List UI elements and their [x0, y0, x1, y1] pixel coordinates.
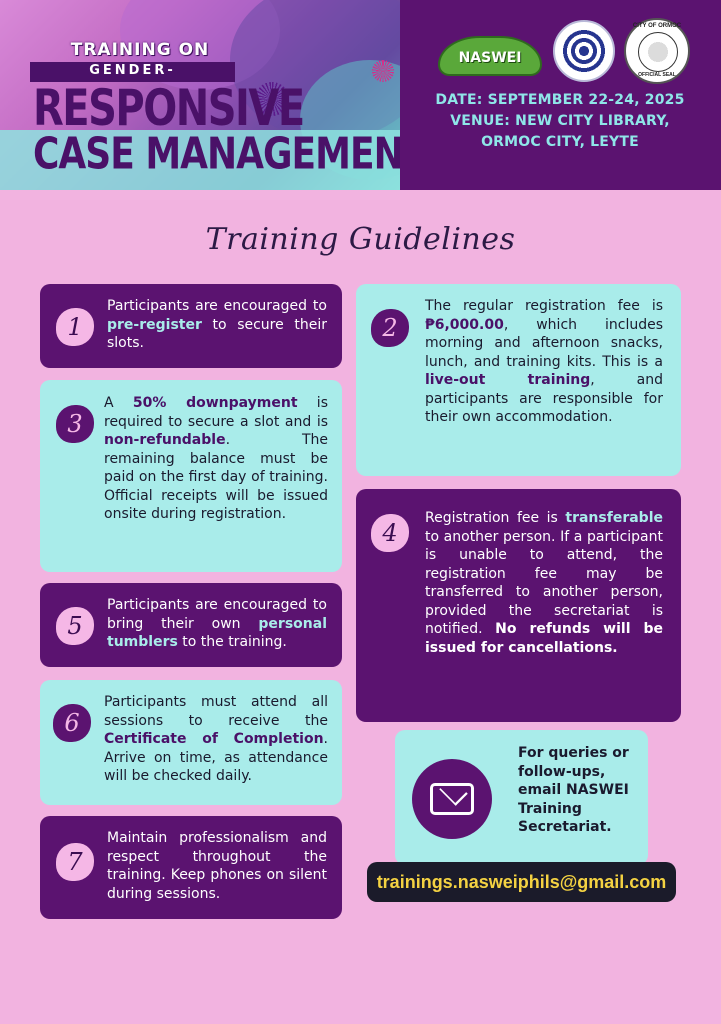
- guideline-card-6: 6 Participants must attend all sessions …: [40, 680, 342, 805]
- section-title: Training Guidelines: [205, 222, 516, 257]
- title-responsive: RESPONSIVE: [33, 80, 305, 138]
- guideline-card-7: 7 Maintain professionalism and respect t…: [40, 816, 342, 919]
- guideline-text-3: A 50% downpayment is required to secure …: [104, 395, 328, 522]
- guideline-number-1: 1: [56, 308, 94, 346]
- title-case-management: CASE MANAGEMENT: [33, 130, 427, 180]
- guideline-text-1: Participants are encouraged to pre-regis…: [107, 298, 327, 351]
- guideline-text-7: Maintain professionalism and respect thr…: [107, 830, 327, 902]
- event-venue-line2: ORMOC CITY, LEYTE: [481, 134, 639, 150]
- guideline-number-7: 7: [56, 843, 94, 881]
- guideline-text-2: The regular registration fee is ₱6,000.0…: [425, 298, 663, 425]
- guideline-number-4: 4: [371, 514, 409, 552]
- contact-email-link[interactable]: trainings.nasweiphils@gmail.com: [367, 862, 676, 902]
- guideline-text-6: Participants must attend all sessions to…: [104, 694, 328, 784]
- ormoc-city-seal-logo: CITY OF ORMOC OFFICIAL SEAL: [624, 18, 690, 84]
- guideline-text-4: Registration fee is transferable to anot…: [425, 510, 663, 656]
- guideline-number-5: 5: [56, 607, 94, 645]
- guideline-card-1: 1 Participants are encouraged to pre-reg…: [40, 284, 342, 368]
- guideline-number-6: 6: [53, 704, 91, 742]
- event-venue-line1: VENUE: NEW CITY LIBRARY,: [450, 113, 670, 129]
- guideline-number-2: 2: [371, 309, 409, 347]
- sunburst-decoration-icon: [255, 82, 289, 116]
- envelope-icon: [412, 759, 492, 839]
- naswei-logo: NASWEI: [438, 36, 542, 76]
- title-gender: GENDER-: [89, 63, 176, 78]
- title-training-on: TRAINING ON: [70, 40, 210, 60]
- header-artwork: [0, 0, 400, 190]
- guideline-card-4: 4 Registration fee is transferable to an…: [356, 489, 681, 722]
- contact-card: For queries or follow-ups, email NASWEI …: [395, 730, 648, 865]
- guideline-card-3: 3 A 50% downpayment is required to secur…: [40, 380, 342, 572]
- concentric-ring-logo-icon: [553, 20, 615, 82]
- guideline-text-5: Participants are encouraged to bring the…: [107, 597, 327, 650]
- sunburst-small-decoration-icon: [372, 60, 394, 82]
- contact-text: For queries or follow-ups, email NASWEI …: [518, 745, 629, 835]
- guideline-card-2: 2 The regular registration fee is ₱6,000…: [356, 284, 681, 476]
- guideline-card-5: 5 Participants are encouraged to bring t…: [40, 583, 342, 667]
- guideline-number-3: 3: [56, 405, 94, 443]
- event-date: DATE: SEPTEMBER 22-24, 2025: [435, 92, 685, 108]
- header-banner: TRAINING ON GENDER- RESPONSIVE CASE MANA…: [0, 0, 721, 190]
